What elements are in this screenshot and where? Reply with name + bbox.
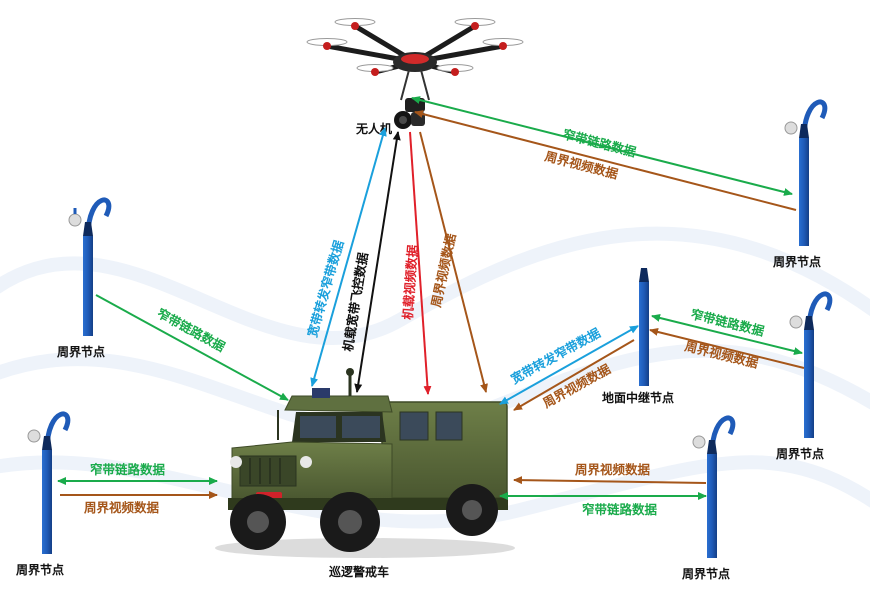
perimeter-label-right-top: 周界节点 [773,254,821,269]
perimeter-label-right-middle: 周界节点 [776,446,824,461]
arrow-drone-perimeter-video [419,131,488,393]
arrow-perimeter-drone-video [414,110,797,211]
arrow-drone-perimeter-narrowband [411,96,793,196]
camera-pole-icon [27,411,71,554]
drone-label: 无人机 [355,121,392,136]
edge-label-right-bottom-video: 周界视频数据 [575,462,651,477]
vehicle-label: 巡逻警戒车 [329,564,389,579]
arrow-airborne-video [409,131,432,395]
perimeter-label-left-top: 周界节点 [57,344,105,359]
armored-vehicle-icon [215,368,515,558]
arrow-relay-perimeter-narrowband [651,314,803,355]
arrow-perimeter-vehicle-narrowband [95,294,289,401]
edge-label-relay-perimeter-video: 周界视频数据 [683,338,760,371]
arrow-right-bottom-video [513,476,707,485]
edge-label-right-bottom-narrowband: 窄带链路数据 [582,502,658,517]
relay-label: 地面中继节点 [602,390,674,405]
arrow-relay-vehicle-broadband [499,325,639,405]
edge-label-left-bottom-video: 周界视频数据 [84,500,160,515]
edge-label-left-bottom-narrowband: 窄带链路数据 [90,462,166,477]
edge-label-airborne-video: 机载视频数据 [400,244,420,320]
relay-pole-icon [639,268,649,386]
drone-icon [306,18,524,129]
edge-label-drone-video: 周界视频数据 [543,148,620,181]
perimeter-label-left-bottom: 周界节点 [16,562,64,577]
camera-pole-icon [68,197,112,336]
arrow-relay-vehicle-video [513,339,635,411]
perimeter-label-right-bottom: 周界节点 [682,566,730,581]
arrow-airborne-flight-control [354,131,401,393]
camera-pole-icon [784,99,828,246]
arrow-perimeter-relay-video [649,328,805,369]
camera-pole-icon [692,415,736,558]
